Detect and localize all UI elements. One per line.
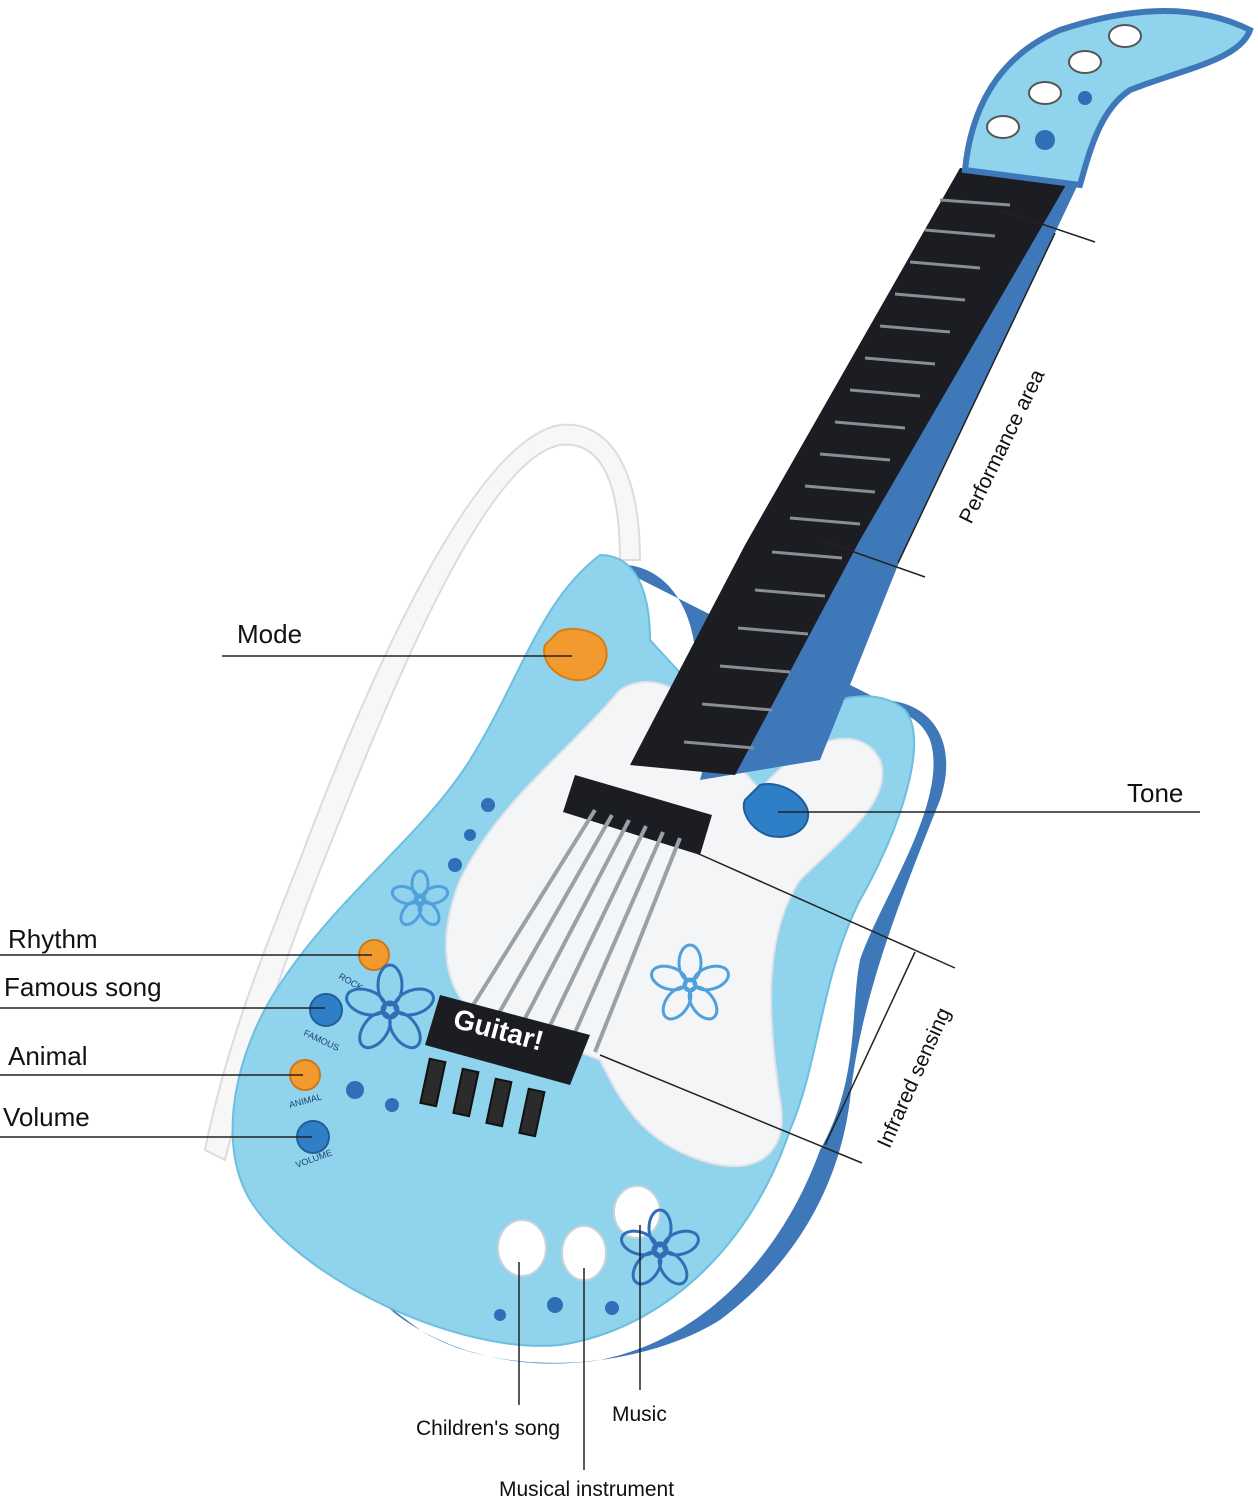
headstock — [961, 8, 1254, 189]
label-mode: Mode — [237, 619, 303, 649]
tuning-peg-2 — [1028, 81, 1062, 105]
tuning-peg-4 — [1108, 24, 1142, 48]
shoulder-strap — [203, 423, 642, 1162]
label-famous-song: Famous song — [4, 972, 162, 1002]
label-music: Music — [612, 1403, 667, 1426]
callout-lines — [0, 209, 1200, 1470]
childrens-song-button — [497, 1219, 547, 1277]
famous-song-button — [309, 993, 343, 1027]
tuning-peg-3 — [1068, 50, 1102, 74]
label-childrens-song: Children's song — [416, 1417, 561, 1440]
label-volume: Volume — [3, 1102, 90, 1132]
fretboard — [630, 168, 1070, 775]
flower-decorations — [345, 963, 700, 1286]
label-tone: Tone — [1127, 778, 1184, 808]
tuning-peg-1 — [986, 115, 1020, 139]
tone-button — [742, 783, 810, 838]
label-animal: Animal — [8, 1041, 88, 1071]
label-rhythm: Rhythm — [8, 924, 98, 954]
string-nut — [563, 775, 712, 855]
label-musical-instrument: Musical instrument — [499, 1478, 675, 1501]
mode-button — [543, 627, 608, 682]
logo-plate — [425, 995, 590, 1085]
